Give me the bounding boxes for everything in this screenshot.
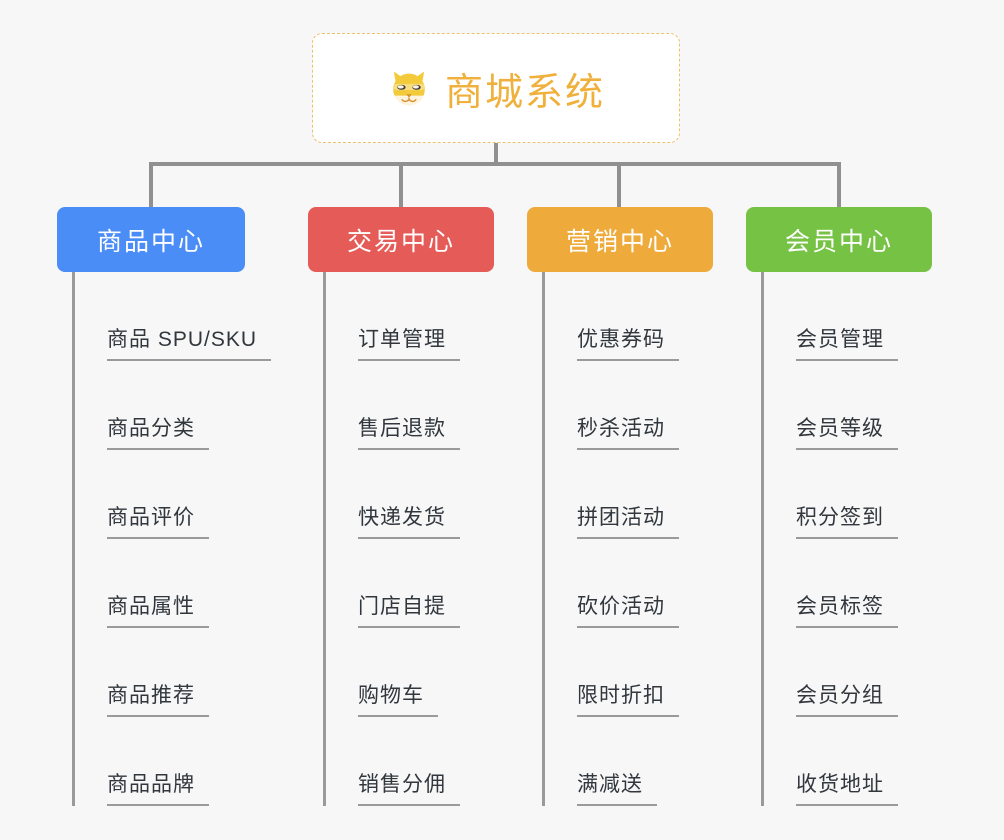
leaf-label: 会员分组 bbox=[796, 679, 898, 717]
branch-column-4: 会员管理 会员等级 积分签到 会员标签 会员分组 收货地址 bbox=[761, 272, 961, 806]
list-item[interactable]: 商品分类 bbox=[75, 361, 302, 450]
connector-drop-2 bbox=[399, 162, 403, 208]
leaf-label: 满减送 bbox=[577, 768, 657, 806]
list-item[interactable]: 限时折扣 bbox=[545, 628, 742, 717]
branch-header-1[interactable]: 商品中心 bbox=[57, 207, 245, 272]
list-item[interactable]: 拼团活动 bbox=[545, 450, 742, 539]
leaf-label: 快递发货 bbox=[358, 501, 460, 539]
list-item[interactable]: 商品品牌 bbox=[75, 717, 302, 806]
connector-drop-4 bbox=[837, 162, 841, 208]
leaf-label: 售后退款 bbox=[358, 412, 460, 450]
shiba-dog-icon bbox=[387, 66, 431, 110]
leaf-label: 订单管理 bbox=[358, 323, 460, 361]
branch-header-2[interactable]: 交易中心 bbox=[308, 207, 494, 272]
leaf-label: 秒杀活动 bbox=[577, 412, 679, 450]
list-item[interactable]: 满减送 bbox=[545, 717, 742, 806]
branch-header-3[interactable]: 营销中心 bbox=[527, 207, 713, 272]
leaf-label: 会员管理 bbox=[796, 323, 898, 361]
list-item[interactable]: 订单管理 bbox=[326, 272, 523, 361]
list-item[interactable]: 秒杀活动 bbox=[545, 361, 742, 450]
list-item[interactable]: 积分签到 bbox=[764, 450, 961, 539]
leaf-label: 商品属性 bbox=[107, 590, 209, 628]
leaf-label: 商品品牌 bbox=[107, 768, 209, 806]
list-item[interactable]: 销售分佣 bbox=[326, 717, 523, 806]
list-item[interactable]: 商品 SPU/SKU bbox=[75, 272, 302, 361]
leaf-label: 积分签到 bbox=[796, 501, 898, 539]
list-item[interactable]: 收货地址 bbox=[764, 717, 961, 806]
list-item[interactable]: 砍价活动 bbox=[545, 539, 742, 628]
list-item[interactable]: 优惠券码 bbox=[545, 272, 742, 361]
list-item[interactable]: 会员分组 bbox=[764, 628, 961, 717]
connector-root-stem bbox=[494, 143, 498, 165]
connector-drop-1 bbox=[149, 162, 153, 208]
leaf-label: 商品推荐 bbox=[107, 679, 209, 717]
list-item[interactable]: 会员标签 bbox=[764, 539, 961, 628]
leaf-label: 商品分类 bbox=[107, 412, 209, 450]
leaf-label: 门店自提 bbox=[358, 590, 460, 628]
root-node[interactable]: 商城系统 bbox=[312, 33, 680, 143]
branch-header-4[interactable]: 会员中心 bbox=[746, 207, 932, 272]
leaf-label: 会员等级 bbox=[796, 412, 898, 450]
leaf-label: 商品评价 bbox=[107, 501, 209, 539]
leaf-label: 优惠券码 bbox=[577, 323, 679, 361]
list-item[interactable]: 商品评价 bbox=[75, 450, 302, 539]
list-item[interactable]: 购物车 bbox=[326, 628, 523, 717]
list-item[interactable]: 会员等级 bbox=[764, 361, 961, 450]
leaf-label: 销售分佣 bbox=[358, 768, 460, 806]
leaf-label: 购物车 bbox=[358, 679, 438, 717]
list-item[interactable]: 商品推荐 bbox=[75, 628, 302, 717]
connector-horizontal-bus bbox=[150, 162, 840, 166]
leaf-label: 商品 SPU/SKU bbox=[107, 323, 272, 361]
list-item[interactable]: 售后退款 bbox=[326, 361, 523, 450]
list-item[interactable]: 门店自提 bbox=[326, 539, 523, 628]
list-item[interactable]: 快递发货 bbox=[326, 450, 523, 539]
list-item[interactable]: 商品属性 bbox=[75, 539, 302, 628]
list-item[interactable]: 会员管理 bbox=[764, 272, 961, 361]
leaf-label: 砍价活动 bbox=[577, 590, 679, 628]
root-title: 商城系统 bbox=[444, 71, 605, 114]
leaf-label: 收货地址 bbox=[796, 768, 898, 806]
branch-column-2: 订单管理 售后退款 快递发货 门店自提 购物车 销售分佣 bbox=[323, 272, 523, 806]
branch-column-1: 商品 SPU/SKU 商品分类 商品评价 商品属性 商品推荐 商品品牌 bbox=[72, 272, 302, 806]
leaf-label: 会员标签 bbox=[796, 590, 898, 628]
leaf-label: 拼团活动 bbox=[577, 501, 679, 539]
branch-column-3: 优惠券码 秒杀活动 拼团活动 砍价活动 限时折扣 满减送 bbox=[542, 272, 742, 806]
connector-drop-3 bbox=[617, 162, 621, 208]
leaf-label: 限时折扣 bbox=[577, 679, 679, 717]
